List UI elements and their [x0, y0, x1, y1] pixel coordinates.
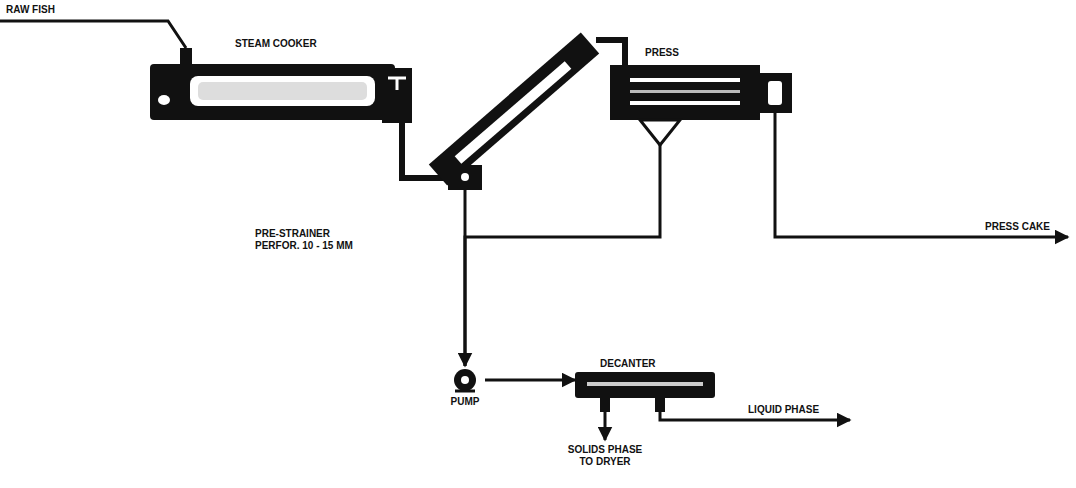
node-label: PRESS	[645, 47, 679, 59]
pre-strainer-symbol	[418, 25, 600, 190]
decanter-part	[600, 398, 610, 412]
input-label: RAW FISH	[6, 4, 55, 16]
raw-fish-feed-line	[0, 21, 186, 48]
flow-connector	[485, 379, 575, 382]
press-part	[630, 78, 740, 82]
steam-cooker-part	[382, 68, 412, 123]
press-cake-line	[775, 113, 1068, 237]
pump-part	[455, 390, 475, 393]
solids-phase-line	[604, 412, 607, 440]
press-symbol	[610, 45, 795, 150]
pre-strainer-part	[455, 61, 572, 164]
steam-cooker-part	[158, 95, 170, 105]
pump-part	[461, 376, 469, 384]
steam-cooker: STEAM COOKER	[150, 38, 412, 123]
steam-cooker-part	[388, 78, 406, 90]
node-label: DECANTER	[600, 358, 656, 370]
steam-cooker-part	[198, 82, 367, 100]
flow-connector	[464, 190, 467, 366]
press-part	[630, 101, 740, 105]
steam-cooker-part	[150, 64, 395, 120]
steam-cooker-part	[180, 48, 192, 66]
decanter-part	[655, 398, 665, 412]
decanter: DECANTER	[575, 356, 720, 412]
pre-strainer: PRE-STRAINER PERFOR. 10 - 15 MM	[418, 25, 600, 190]
steam-cooker-part	[190, 76, 375, 106]
decanter-part	[587, 382, 703, 386]
output-label: SOLIDS PHASE TO DRYER	[563, 444, 647, 468]
decanter-part	[575, 372, 715, 398]
pre-strainer-part	[429, 32, 599, 185]
steam-cooker-symbol	[150, 38, 412, 123]
node-label: PUMP	[447, 396, 483, 408]
output-label: PRESS CAKE	[985, 221, 1050, 233]
flow-connector	[596, 40, 625, 65]
press-part	[659, 145, 662, 150]
node-label: STEAM COOKER	[235, 38, 317, 50]
press-part	[768, 81, 782, 105]
press-part	[640, 120, 680, 145]
node-label: PRE-STRAINER PERFOR. 10 - 15 MM	[255, 228, 367, 252]
press: PRESS	[610, 45, 795, 150]
pump: PUMP	[447, 366, 485, 414]
pump-part	[454, 369, 476, 391]
flow-connector	[465, 150, 660, 366]
pre-strainer-part	[461, 173, 469, 181]
press-part	[610, 65, 760, 120]
pre-strainer-part	[448, 165, 482, 190]
press-part	[630, 90, 740, 93]
press-part	[760, 73, 792, 113]
output-label: LIQUID PHASE	[748, 404, 819, 416]
